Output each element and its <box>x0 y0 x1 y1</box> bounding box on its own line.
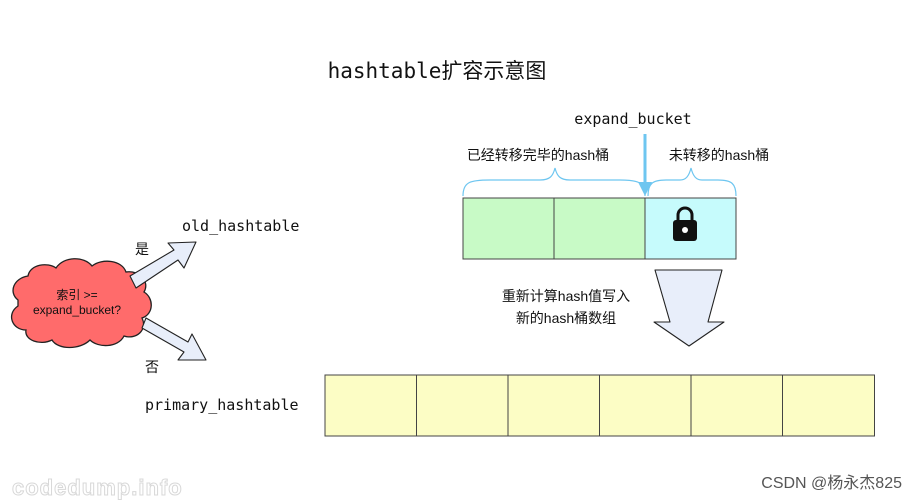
pending-buckets-label: 未转移的hash桶 <box>669 147 769 163</box>
primary-bucket-1 <box>324 374 417 437</box>
watermark-right: CSDN @杨永杰825 <box>761 474 902 492</box>
primary-bucket-6 <box>782 374 875 437</box>
decision-text-line1: 索引 >= <box>56 288 97 302</box>
decision-text-line2: expand_bucket? <box>33 303 121 317</box>
rehash-note-line1: 重新计算hash值写入 <box>502 288 630 304</box>
diagram-title: hashtable扩容示意图 <box>328 59 547 83</box>
expand-bucket-pointer-head <box>638 182 652 196</box>
old-bucket-migrated-1 <box>462 197 555 260</box>
decision-cloud <box>10 258 152 349</box>
yes-arrow <box>129 241 197 289</box>
rehash-note-line2: 新的hash桶数组 <box>516 310 616 326</box>
primary-bucket-4 <box>599 374 692 437</box>
migrated-buckets-label: 已经转移完毕的hash桶 <box>467 147 609 163</box>
pending-brace <box>647 167 737 197</box>
primary-hashtable-label: primary_hashtable <box>145 396 299 414</box>
lock-icon <box>673 206 697 241</box>
old-bucket-migrated-2 <box>553 197 646 260</box>
no-label: 否 <box>145 359 159 375</box>
old-hashtable-label: old_hashtable <box>182 217 299 235</box>
primary-bucket-2 <box>416 374 509 437</box>
rehash-arrow <box>653 269 725 347</box>
yes-label: 是 <box>135 241 149 257</box>
no-arrow <box>141 317 207 361</box>
migrated-brace <box>462 167 646 197</box>
primary-bucket-5 <box>690 374 783 437</box>
watermark-left: codedump.info <box>12 475 183 500</box>
primary-bucket-3 <box>507 374 600 437</box>
expand-bucket-label: expand_bucket <box>574 110 691 128</box>
